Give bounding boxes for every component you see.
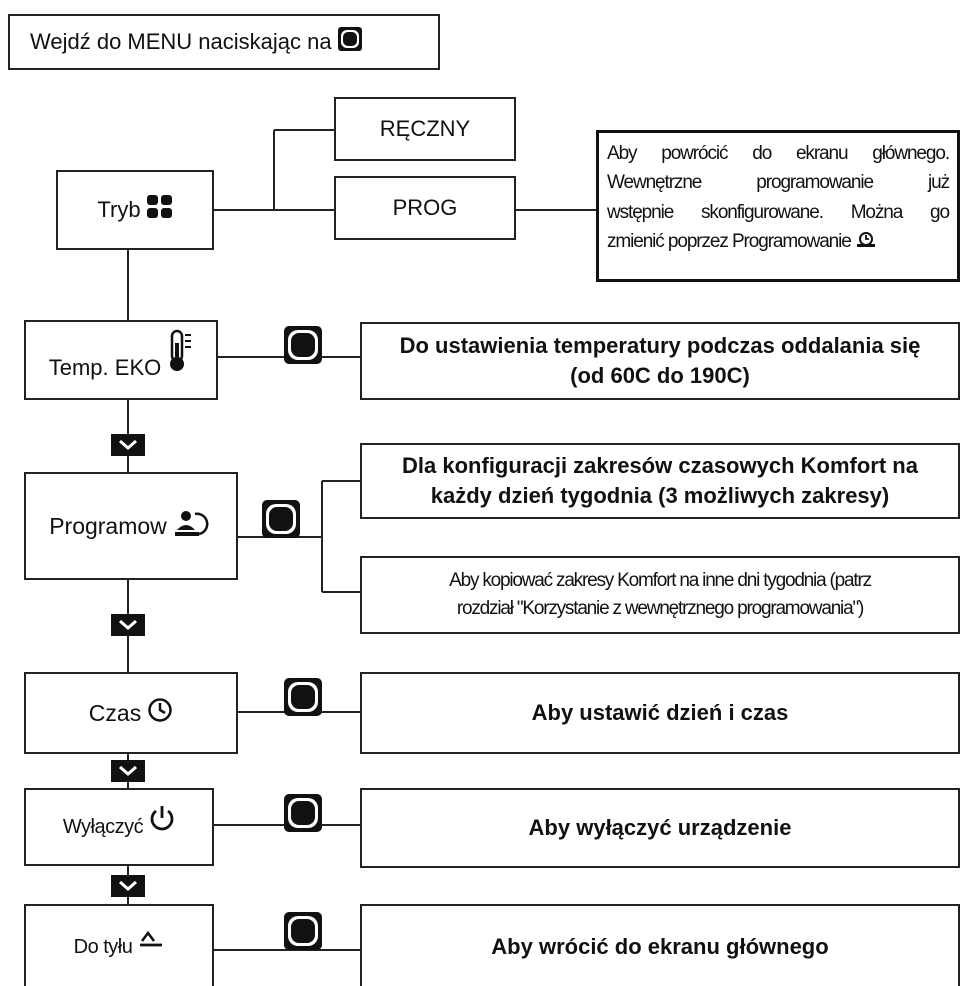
programming-desc-box-2: Aby kopiować zakresy Komfort na inne dni… bbox=[360, 556, 960, 634]
manual-option[interactable]: RĘCZNY bbox=[334, 97, 516, 161]
mode-note-line-2: Wewnętrzne programowanie już bbox=[607, 172, 950, 194]
intro-box: Wejdź do MENU naciskając na bbox=[8, 14, 440, 70]
programming-desc2-line-1: Aby kopiować zakresy Komfort na inne dni… bbox=[449, 570, 872, 592]
power-off-label: Wyłączyć bbox=[62, 815, 144, 838]
eco-temp-label: Temp. EKO bbox=[48, 355, 162, 380]
programming-desc-box-1: Dla konfiguracji zakresów czasowych Komf… bbox=[360, 443, 960, 519]
mode-note-line-4-row: zmienić poprzez Programowanie bbox=[607, 227, 949, 256]
down-chevron-icon bbox=[111, 760, 145, 782]
programming-label: Programow bbox=[49, 512, 167, 539]
time-label: Czas bbox=[88, 699, 142, 726]
eco-desc-line-1: Do ustawienia temperatury podczas oddala… bbox=[399, 333, 921, 359]
power-icon bbox=[149, 804, 175, 838]
down-chevron-icon bbox=[111, 434, 145, 456]
mode-label: Tryb bbox=[97, 197, 141, 222]
mode-grid-icon bbox=[146, 195, 173, 225]
mode-note-line-1: Aby powrócić do ekranu głównego. bbox=[607, 143, 950, 164]
back-arrow-icon bbox=[138, 929, 164, 955]
power-off-desc: Aby wyłączyć urządzenie bbox=[528, 815, 792, 841]
back-desc: Aby wrócić do ekranu głównego bbox=[491, 934, 829, 960]
back-label: Do tyłu bbox=[73, 935, 133, 958]
back-desc-box: Aby wrócić do ekranu głównego bbox=[360, 904, 960, 986]
mode-note: Aby powrócić do ekranu głównego. Wewnętr… bbox=[596, 130, 960, 282]
eco-desc-line-2: (od 60C do 190C) bbox=[570, 363, 750, 388]
back-menu-item[interactable]: Do tyłu bbox=[24, 904, 214, 986]
programming-desc1-line-2: każdy dzień tygodnia (3 możliwych zakres… bbox=[430, 483, 890, 508]
programming-desc2-line-2: rozdział "Korzystanie z wewnętrznego pro… bbox=[456, 598, 864, 619]
menu-button-icon bbox=[337, 27, 362, 57]
power-off-desc-box: Aby wyłączyć urządzenie bbox=[360, 788, 960, 868]
power-off-ok-button[interactable] bbox=[284, 794, 322, 832]
programming-small-icon bbox=[855, 227, 877, 256]
eco-temp-menu-item[interactable]: Temp. EKO bbox=[24, 320, 218, 400]
clock-icon bbox=[147, 697, 173, 729]
programming-desc1-line-1: Dla konfiguracji zakresów czasowych Komf… bbox=[402, 453, 918, 479]
programming-menu-item[interactable]: Programow bbox=[24, 472, 238, 580]
program-option-label: PROG bbox=[392, 195, 458, 220]
time-desc: Aby ustawić dzień i czas bbox=[531, 700, 789, 726]
eco-desc-box: Do ustawienia temperatury podczas oddala… bbox=[360, 322, 960, 400]
power-off-menu-item[interactable]: Wyłączyć bbox=[24, 788, 214, 866]
mode-menu-item[interactable]: Tryb bbox=[56, 170, 214, 250]
time-menu-item[interactable]: Czas bbox=[24, 672, 238, 754]
time-ok-button[interactable] bbox=[284, 678, 322, 716]
mode-note-line-3: wstępnie skonfigurowane. Można go bbox=[607, 201, 950, 223]
programming-ok-button[interactable] bbox=[262, 500, 300, 538]
intro-text: Wejdź do MENU naciskając na bbox=[30, 29, 332, 54]
eco-ok-button[interactable] bbox=[284, 326, 322, 364]
down-chevron-icon bbox=[111, 875, 145, 897]
mode-note-line-4: zmienić poprzez Programowanie bbox=[607, 231, 852, 253]
back-ok-button[interactable] bbox=[284, 912, 322, 950]
program-option[interactable]: PROG bbox=[334, 176, 516, 240]
manual-option-label: RĘCZNY bbox=[379, 116, 471, 141]
thermometer-icon bbox=[167, 329, 193, 379]
down-chevron-icon bbox=[111, 614, 145, 636]
time-desc-box: Aby ustawić dzień i czas bbox=[360, 672, 960, 754]
programming-icon bbox=[173, 508, 213, 544]
